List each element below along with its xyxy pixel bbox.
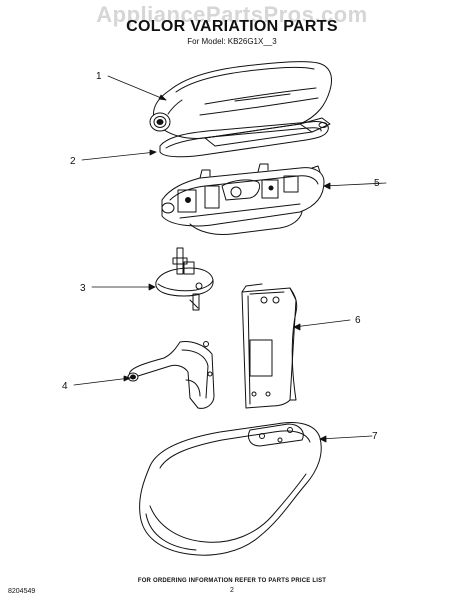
callout-leaders: [73, 75, 387, 443]
callout-7: 7: [372, 431, 378, 442]
callout-6: 6: [355, 315, 361, 326]
part-5-gear-housing[interactable]: [161, 163, 325, 235]
watermark-text: AppliancePartsPros.com: [96, 2, 368, 27]
callout-3: 3: [80, 283, 86, 294]
ordering-note: FOR ORDERING INFORMATION REFER TO PARTS …: [137, 578, 327, 584]
callout-2: 2: [70, 156, 76, 167]
model-subtitle: For Model: KB26G1X__3: [187, 37, 277, 46]
part-6-column[interactable]: [241, 283, 298, 409]
document-number: 8204549: [8, 588, 36, 595]
callout-5: 5: [374, 178, 380, 189]
part-1-motor-housing[interactable]: [149, 61, 332, 147]
callout-numbers: 1 2 3 4 5 6 7: [62, 71, 380, 442]
part-4-bowl-arm[interactable]: [127, 341, 215, 409]
part-3-planetary-shaft[interactable]: [155, 247, 214, 311]
part-7-base[interactable]: [139, 422, 322, 556]
callout-1: 1: [96, 71, 102, 82]
page-number: 2: [230, 587, 234, 594]
page-title: COLOR VARIATION PARTS: [126, 18, 338, 35]
callout-4: 4: [62, 381, 68, 392]
part-2-trim-band[interactable]: [159, 121, 329, 158]
